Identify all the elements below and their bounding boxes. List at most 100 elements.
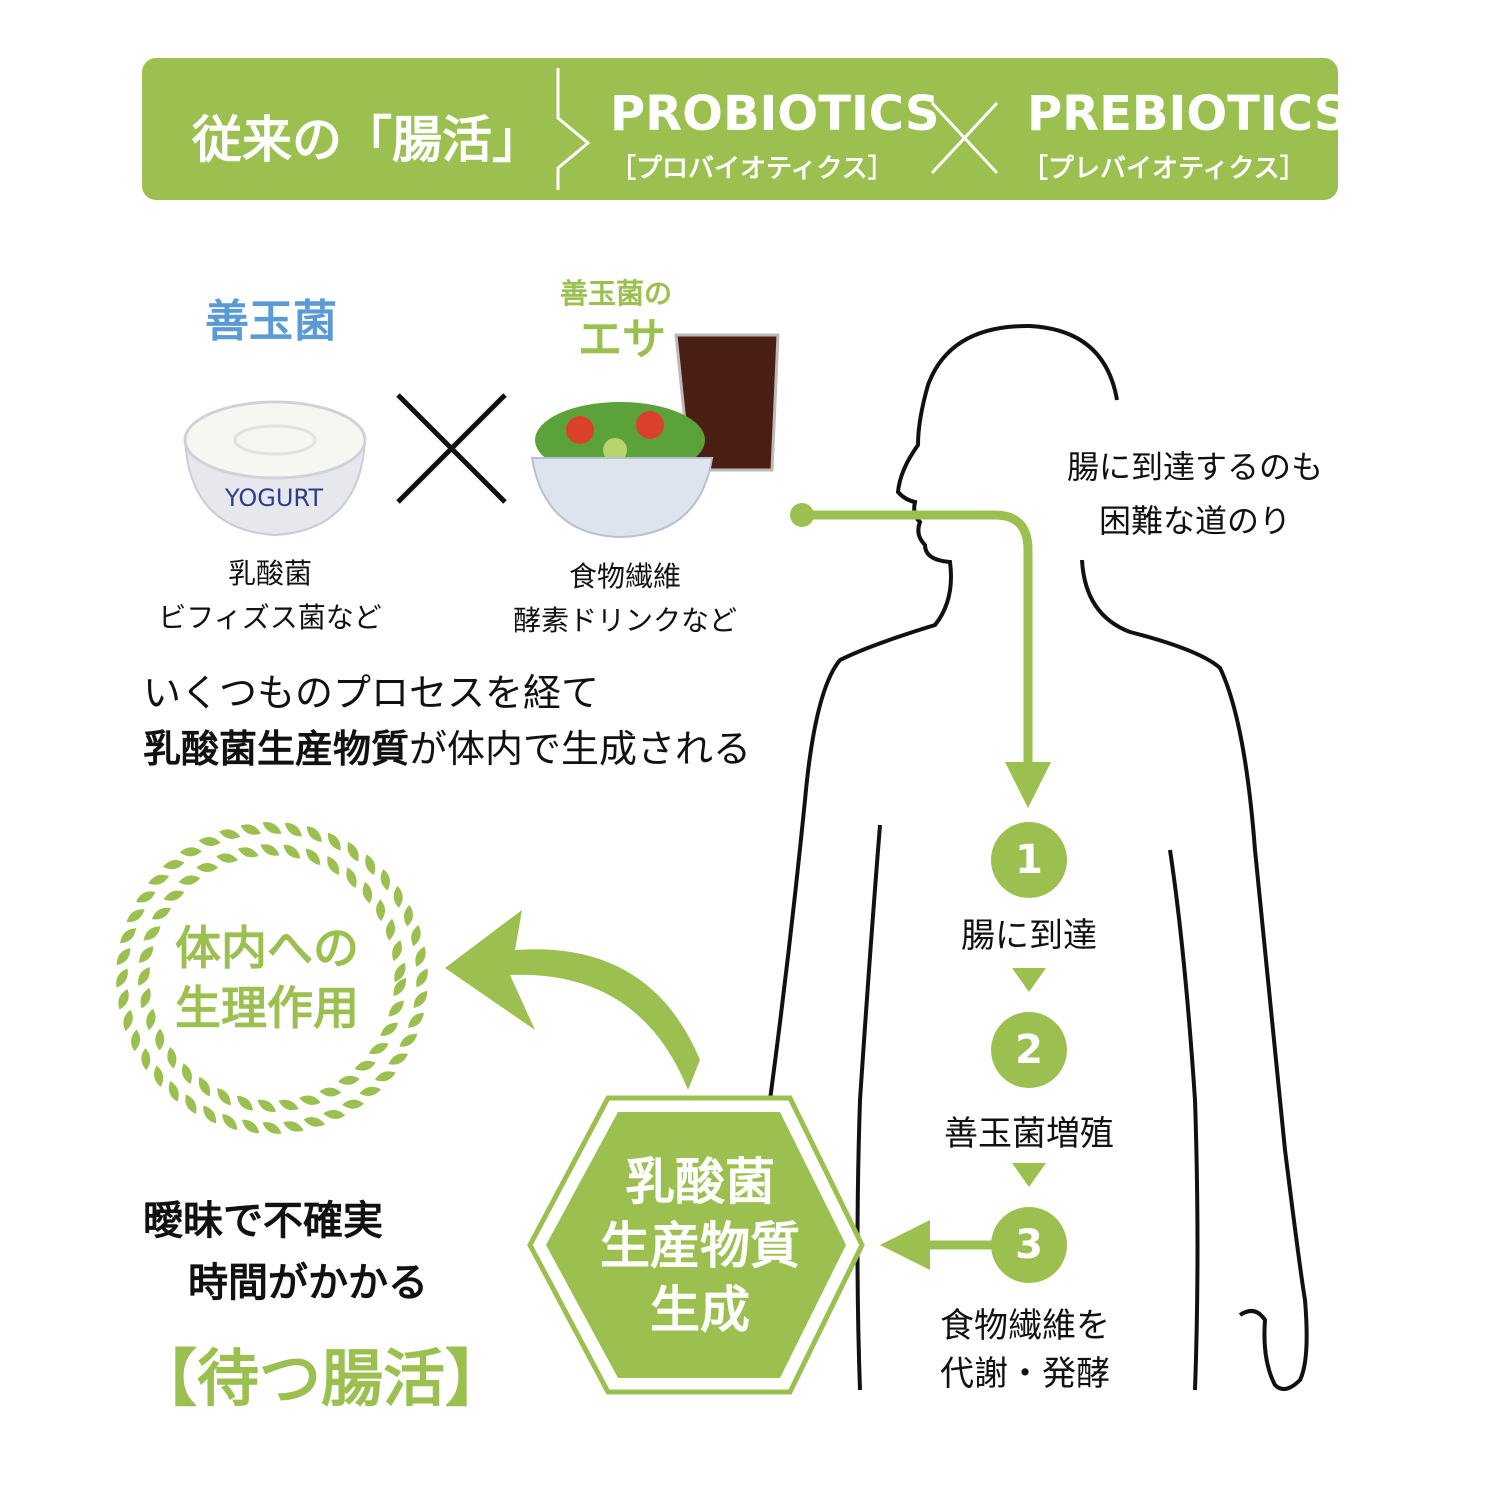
step-2-label: 善玉菌増殖	[944, 1114, 1114, 1154]
leaf-icon	[362, 881, 373, 904]
leaf-icon	[388, 1053, 408, 1065]
step-3-badge: 3	[991, 1207, 1067, 1283]
leaf-icon	[138, 966, 150, 986]
leaf-icon	[126, 909, 145, 923]
leaf-icon	[167, 1046, 177, 1069]
human-body-outline	[768, 323, 1309, 1391]
leaf-icon	[278, 1099, 299, 1111]
difficulty-line: 腸に到達するのも	[1066, 448, 1323, 486]
leaf-icon	[407, 1012, 424, 1028]
leaf-icon	[262, 1122, 282, 1134]
caption-line: 食物繊維	[568, 560, 681, 593]
step-1-label: 腸に到達	[961, 916, 1097, 956]
leaf-icon	[359, 1086, 382, 1097]
feed-caption: 食物繊維 酵素ドリンクなど	[505, 555, 745, 643]
caption-line: 乳酸菌	[227, 557, 312, 590]
caption-line: ビフィズス菌など	[158, 601, 382, 634]
hexagon-text: 乳酸菌 生産物質 生成	[560, 1150, 840, 1342]
yogurt-label: YOGURT	[225, 484, 323, 512]
process-bold: 乳酸菌生産物質	[143, 727, 410, 771]
leaf-icon	[374, 1071, 396, 1082]
leaf-icon	[179, 847, 202, 857]
leaf-icon	[327, 832, 341, 851]
step-3-label: 食物繊維を 代謝・発酵	[920, 1302, 1130, 1398]
leaf-icon	[163, 890, 185, 901]
leaf-icon	[151, 907, 171, 920]
leaf-icon	[411, 925, 421, 947]
leaf-icon	[365, 854, 376, 876]
leaf-icon	[196, 863, 219, 873]
leaf-icon	[346, 867, 357, 888]
leaf-icon	[305, 848, 321, 866]
summary-line-1: 曖昧で不確実	[143, 1198, 383, 1244]
leaf-icon	[319, 1087, 342, 1097]
hexagon-line: 生成	[650, 1281, 750, 1339]
leaf-icon	[219, 829, 241, 839]
leaf-icon	[148, 874, 170, 885]
leaf-icon	[198, 837, 221, 847]
leaf-icon	[347, 842, 359, 862]
feed-title-small: 善玉菌の	[560, 277, 673, 310]
leaf-icon	[116, 948, 131, 966]
leaf-icon	[413, 990, 428, 1008]
multiply-icon	[930, 101, 999, 175]
leaf-icon	[153, 1065, 164, 1088]
leaf-icon	[185, 1094, 197, 1114]
leaf-icon	[155, 1028, 165, 1051]
leaf-icon	[342, 1099, 365, 1109]
leaf-icon	[120, 928, 137, 944]
step-1-badge: 1	[991, 822, 1067, 898]
leaf-icon	[327, 856, 340, 875]
process-line-1: いくつものプロセスを経て	[143, 671, 600, 715]
leaf-icon	[222, 1113, 238, 1130]
step-2-badge: 2	[991, 1012, 1067, 1088]
leaf-icon	[376, 899, 386, 922]
leaf-icon	[198, 1077, 211, 1097]
chevron-divider-icon	[556, 68, 999, 190]
step-3-line: 代謝・発酵	[940, 1354, 1110, 1394]
summary-tag: 【待つ腸活】	[135, 1342, 508, 1415]
difficulty-line: 困難な道のり	[1098, 502, 1291, 540]
feed-title: エサ	[578, 314, 666, 365]
multiply-icon	[396, 393, 507, 504]
leaf-icon	[385, 918, 396, 941]
wreath-line: 生理作用	[175, 981, 359, 1035]
difficulty-text: 腸に到達するのも 困難な道のり	[1045, 440, 1345, 548]
leaf-icon	[141, 1048, 151, 1071]
leaf-icon	[394, 962, 406, 983]
yogurt-bowl-icon	[183, 400, 367, 537]
leaf-wreath	[116, 822, 428, 1134]
leaf-icon	[136, 891, 156, 903]
probiotics-kana: ［プロバイオティクス］	[610, 154, 894, 184]
leaf-icon	[262, 822, 282, 834]
leaf-icon	[260, 844, 280, 856]
leaf-icon	[236, 1095, 254, 1111]
probiotics-label: PROBIOTICS	[610, 86, 940, 142]
leaf-icon	[415, 946, 426, 967]
banner-title: 従来の「腸活」	[192, 111, 542, 169]
leaf-icon	[392, 940, 402, 962]
leaf-icon	[143, 926, 161, 941]
leaf-icon	[393, 885, 403, 908]
leaf-icon	[323, 1109, 346, 1119]
digestive-path-arrow	[790, 503, 1051, 808]
leaf-icon	[380, 868, 391, 891]
leaf-icon	[123, 1009, 133, 1031]
wreath-text: 体内への 生理作用	[175, 918, 359, 1038]
leaf-icon	[283, 1121, 304, 1132]
leaf-icon	[240, 824, 261, 835]
leaf-icon	[354, 1060, 376, 1071]
wreath-line: 体内への	[175, 921, 359, 975]
leaf-icon	[299, 1095, 321, 1105]
leaf-icon	[237, 847, 259, 858]
leaf-icon	[242, 1119, 260, 1134]
hexagon-line: 乳酸菌	[625, 1153, 775, 1211]
leaf-icon	[337, 1075, 360, 1085]
process-rest: が体内で生成される	[409, 727, 752, 771]
hexagon-line: 生産物質	[600, 1217, 800, 1275]
caption-line: 酵素ドリンクなど	[512, 604, 737, 637]
leaf-icon	[182, 1063, 192, 1085]
left-arrow-icon	[880, 1220, 1000, 1270]
leaf-icon	[416, 968, 428, 988]
